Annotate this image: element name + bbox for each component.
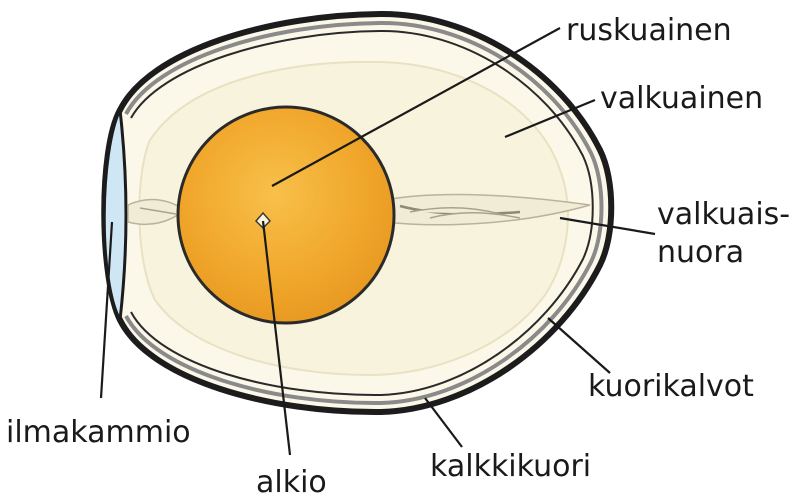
leader-membranes bbox=[548, 318, 610, 373]
label-yolk: ruskuainen bbox=[566, 13, 732, 48]
label-membranes: kuorikalvot bbox=[588, 369, 754, 404]
label-embryo: alkio bbox=[256, 465, 327, 500]
label-shell: kalkkikuori bbox=[430, 449, 591, 484]
label-albumen: valkuainen bbox=[600, 81, 763, 116]
leader-shell bbox=[425, 398, 462, 447]
label-chalaza-line1: valkuais- bbox=[657, 197, 790, 232]
label-air-cell: ilmakammio bbox=[6, 415, 191, 450]
yolk bbox=[178, 107, 394, 323]
label-chalaza-line2: nuora bbox=[657, 235, 744, 270]
